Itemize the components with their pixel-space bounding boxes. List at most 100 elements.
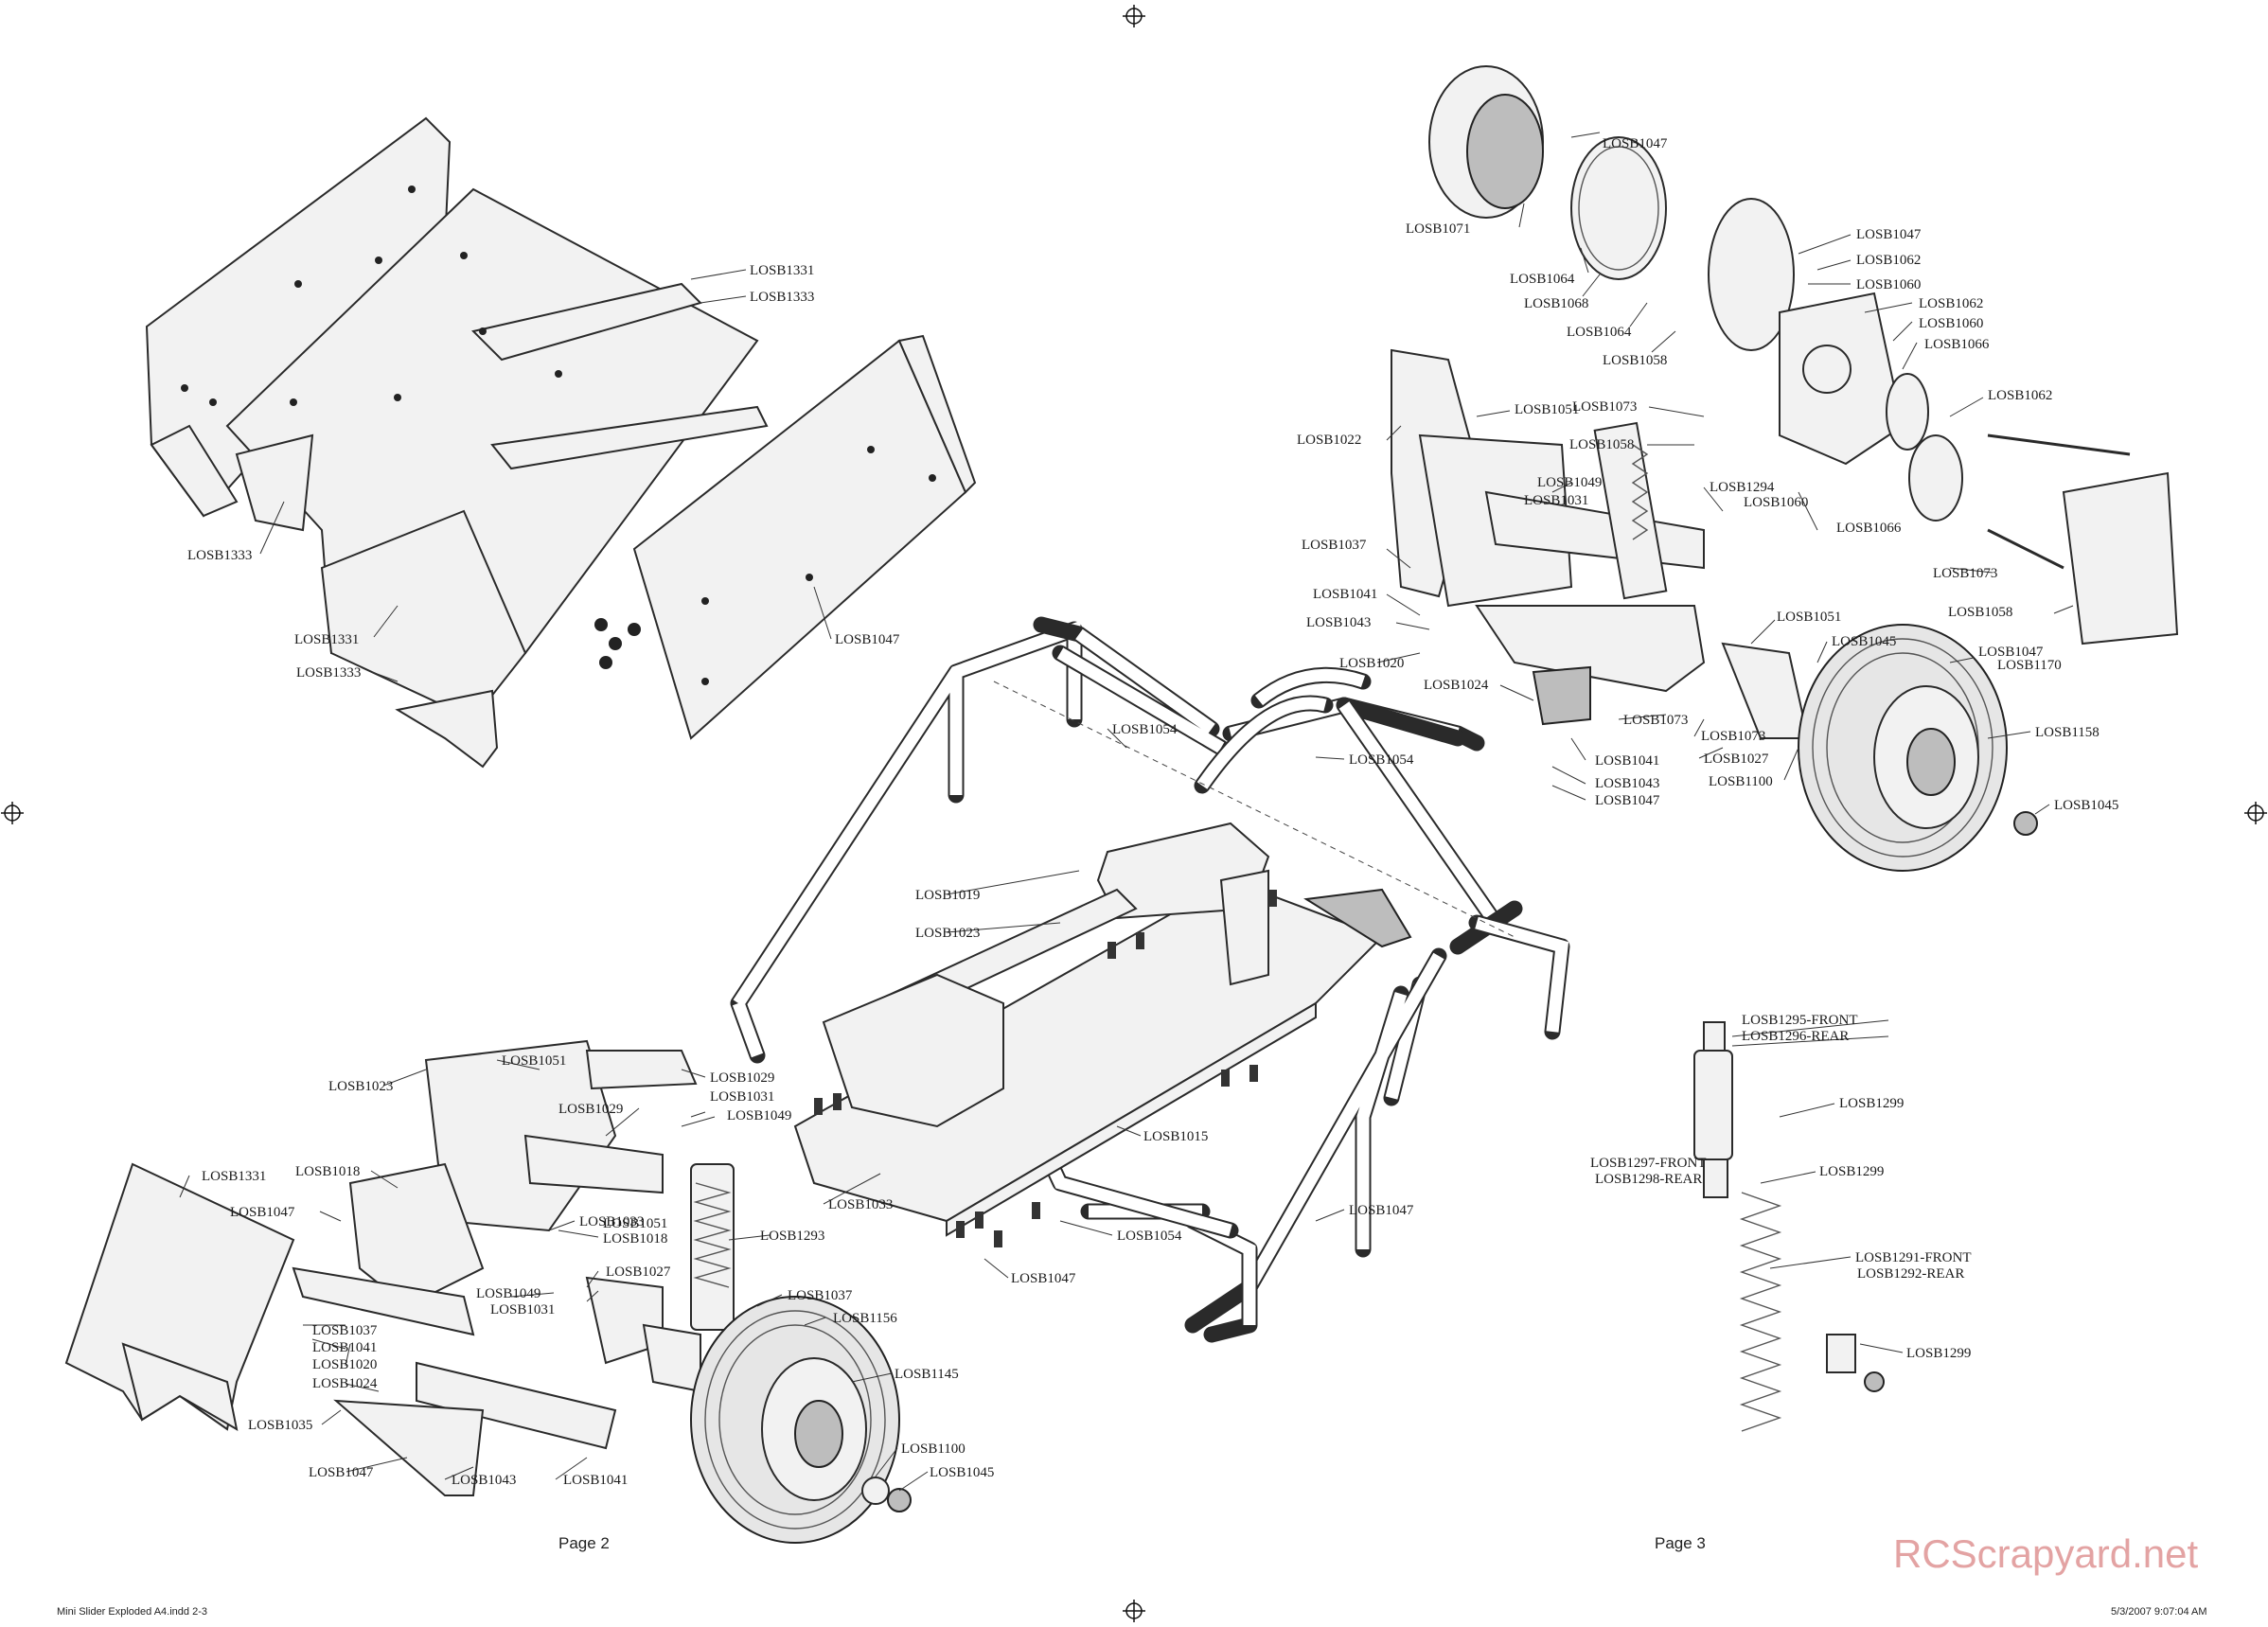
part-label: LOSB1029 — [558, 1102, 623, 1117]
footer-timestamp: 5/3/2007 9:07:04 AM — [2111, 1606, 2207, 1618]
chassis-plate — [793, 681, 1515, 1237]
front-wheel — [690, 1296, 912, 1544]
part-labels: LOSB1047 LOSB1071 LOSB1064 LOSB1068 LOSB… — [187, 136, 2118, 1488]
registration-mark-top — [1123, 5, 1145, 27]
part-label: LOSB1331 — [294, 632, 359, 647]
part-label: LOSB1047 — [309, 1465, 374, 1480]
part-label: LOSB1073 — [1933, 566, 1997, 581]
part-label: LOSB1060 — [1744, 495, 1808, 510]
part-label: LOSB1062 — [1856, 253, 1921, 268]
part-label: LOSB1047 — [1595, 793, 1660, 808]
part-label: LOSB1058 — [1948, 605, 2012, 620]
part-label: LOSB1292-REAR — [1857, 1266, 1964, 1282]
part-label: LOSB1295-FRONT — [1742, 1013, 1858, 1028]
part-label: LOSB1299 — [1906, 1346, 1971, 1361]
registration-mark-right — [2244, 802, 2267, 824]
part-label: LOSB1047 — [230, 1205, 295, 1220]
part-label: LOSB1027 — [606, 1264, 671, 1280]
leader-lines — [179, 132, 2074, 1492]
part-label: LOSB1296-REAR — [1742, 1029, 1849, 1044]
part-label: LOSB1100 — [901, 1441, 966, 1457]
part-label: LOSB1294 — [1710, 480, 1775, 495]
rear-wing-assembly — [145, 116, 977, 769]
part-label: LOSB1054 — [1349, 752, 1414, 768]
page-number-right: Page 3 — [1655, 1534, 1706, 1552]
part-label: LOSB1023 — [328, 1079, 393, 1094]
front-suspension — [292, 1039, 735, 1496]
part-label: LOSB1073 — [1623, 713, 1688, 728]
part-label: LOSB1043 — [1595, 776, 1659, 791]
part-label: LOSB1043 — [1306, 615, 1371, 630]
part-label: LOSB1049 — [727, 1108, 791, 1123]
part-label: LOSB1022 — [1297, 433, 1361, 448]
part-label: LOSB1041 — [1313, 587, 1377, 602]
part-label: LOSB1333 — [187, 548, 252, 563]
part-label: LOSB1047 — [1856, 227, 1922, 242]
part-label: LOSB1158 — [2035, 725, 2100, 740]
part-label: LOSB1033 — [828, 1197, 893, 1212]
part-label: LOSB1047 — [1603, 136, 1668, 151]
part-label: LOSB1041 — [1595, 753, 1659, 769]
part-label: LOSB1020 — [312, 1357, 377, 1372]
part-label: LOSB1047 — [835, 632, 900, 647]
part-label: LOSB1156 — [833, 1311, 897, 1326]
part-label: LOSB1062 — [1988, 388, 2052, 403]
part-label: LOSB1047 — [1011, 1271, 1076, 1286]
part-label: LOSB1047 — [1349, 1203, 1414, 1218]
part-label: LOSB1045 — [1832, 634, 1896, 649]
chassis-screws — [814, 890, 1277, 1247]
standalone-shock — [1693, 1021, 1885, 1432]
part-label: LOSB1073 — [1572, 399, 1637, 415]
part-label: LOSB1037 — [312, 1323, 378, 1338]
rear-wheel — [1798, 624, 2038, 872]
part-label: LOSB1066 — [1924, 337, 1990, 352]
watermark: RCScrapyard.net — [1893, 1531, 2198, 1576]
part-label: LOSB1045 — [930, 1465, 994, 1480]
part-label: LOSB1033 — [579, 1214, 644, 1229]
part-label: LOSB1043 — [452, 1473, 516, 1488]
part-label: LOSB1068 — [1524, 296, 1588, 311]
part-label: LOSB1018 — [295, 1164, 360, 1179]
part-label: LOSB1015 — [1143, 1129, 1208, 1144]
part-label: LOSB1051 — [1515, 402, 1579, 417]
part-label: LOSB1031 — [1524, 493, 1588, 508]
part-label: LOSB1054 — [1117, 1229, 1182, 1244]
front-bumper-plate — [64, 1162, 295, 1431]
part-label: LOSB1024 — [312, 1376, 378, 1391]
part-label: LOSB1049 — [1537, 475, 1602, 490]
part-label: LOSB1066 — [1836, 521, 1902, 536]
part-label: LOSB1333 — [750, 290, 814, 305]
part-label: LOSB1145 — [895, 1367, 959, 1382]
part-label: LOSB1018 — [603, 1231, 667, 1247]
part-label: LOSB1027 — [1704, 752, 1769, 767]
part-label: LOSB1331 — [750, 263, 814, 278]
part-label: LOSB1041 — [312, 1340, 377, 1355]
part-label: LOSB1024 — [1424, 678, 1489, 693]
part-label: LOSB1051 — [603, 1216, 667, 1231]
part-label: LOSB1023 — [915, 926, 980, 941]
part-label: LOSB1170 — [1997, 658, 2062, 673]
tube-frame — [730, 616, 1570, 1343]
part-label: LOSB1297-FRONT — [1590, 1156, 1707, 1171]
part-label: LOSB1062 — [1919, 296, 1983, 311]
part-label: LOSB1100 — [1709, 774, 1773, 789]
part-label: LOSB1019 — [915, 888, 980, 903]
part-label: LOSB1058 — [1603, 353, 1667, 368]
part-label: LOSB1331 — [202, 1169, 266, 1184]
part-label: LOSB1291-FRONT — [1855, 1250, 1972, 1265]
part-label: LOSB1037 — [788, 1288, 853, 1303]
part-label: LOSB1031 — [490, 1302, 555, 1318]
part-label: LOSB1045 — [2054, 798, 2118, 813]
part-label: LOSB1299 — [1819, 1164, 1884, 1179]
part-label: LOSB1293 — [760, 1229, 824, 1244]
registration-mark-left — [1, 802, 24, 824]
part-label: LOSB1047 — [1978, 645, 2044, 660]
part-label: LOSB1031 — [710, 1089, 774, 1105]
part-label: LOSB1051 — [1777, 610, 1841, 625]
part-label: LOSB1064 — [1510, 272, 1575, 287]
part-label: LOSB1071 — [1406, 221, 1470, 237]
part-label: LOSB1029 — [710, 1070, 774, 1086]
rear-suspension — [1391, 348, 1810, 739]
footer-filename: Mini Slider Exploded A4.indd 2-3 — [57, 1606, 207, 1618]
